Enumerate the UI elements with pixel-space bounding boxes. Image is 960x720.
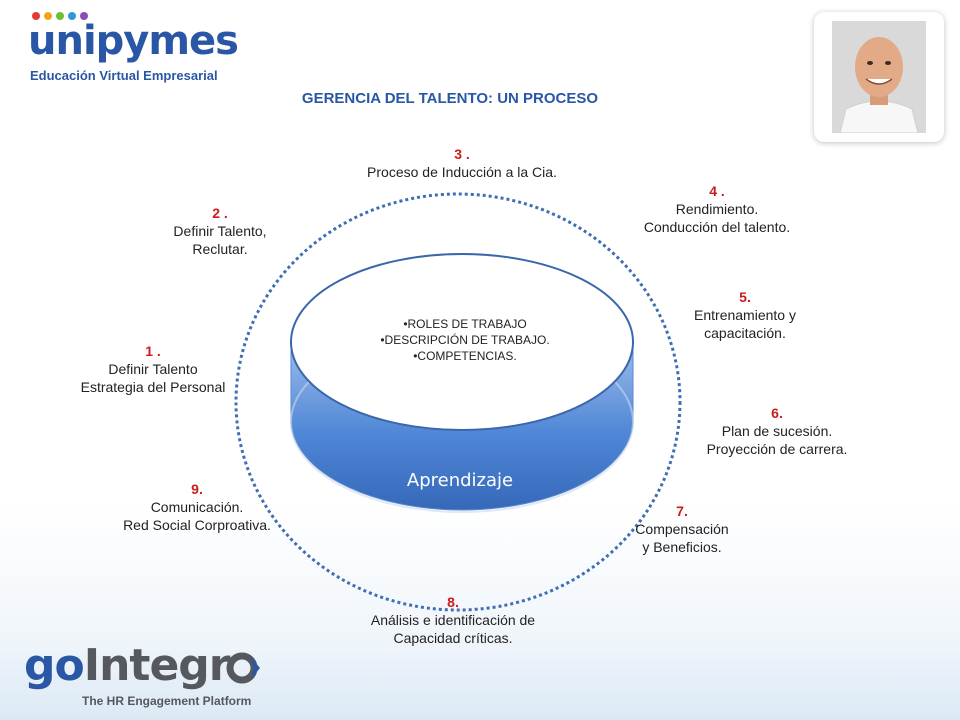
- step-text: Definir Talento: [108, 361, 198, 377]
- step-3: 3 . Proceso de Inducción a la Cia.: [342, 145, 582, 181]
- step-number: 7.: [676, 503, 688, 519]
- step-text: Comunicación.: [150, 499, 244, 515]
- step-4: 4 . Rendimiento. Conducción del talento.: [622, 182, 812, 236]
- process-cycle-circle: [234, 192, 682, 612]
- step-number: 6.: [771, 405, 783, 421]
- wordmark-part-integr: Integr: [83, 640, 231, 691]
- step-text: Definir Talento,: [173, 223, 267, 239]
- step-9: 9. Comunicación. Red Social Corproativa.: [104, 480, 290, 534]
- logo-dot: [56, 12, 64, 20]
- step-text: Análisis e identificación de: [370, 612, 536, 628]
- step-number: 1 .: [145, 343, 161, 359]
- step-text: Reclutar.: [192, 241, 248, 257]
- logo-dot: [68, 12, 76, 20]
- step-8: 8. Análisis e identificación de Capacida…: [338, 593, 568, 647]
- core-item: •COMPETENCIAS.: [413, 349, 517, 363]
- step-text: Rendimiento.: [675, 201, 759, 217]
- step-number: 8.: [447, 594, 459, 610]
- step-6: 6. Plan de sucesión. Proyección de carre…: [690, 404, 864, 458]
- core-ellipse: [290, 253, 634, 431]
- learning-label: Aprendizaje: [406, 470, 514, 491]
- wordmark-part-go: go: [24, 640, 85, 691]
- step-text: Conducción del talento.: [643, 219, 791, 235]
- step-number: 5.: [739, 289, 751, 305]
- core-items: •ROLES DE TRABAJO •DESCRIPCIÓN DE TRABAJ…: [330, 316, 600, 364]
- gointegro-logo: goIntegr The HR Engagement Platform: [24, 640, 264, 712]
- step-text: Capacidad críticas.: [393, 630, 513, 646]
- page-title: GERENCIA DEL TALENTO: UN PROCESO: [301, 90, 599, 107]
- step-1: 1 . Definir Talento Estrategia del Perso…: [56, 342, 250, 396]
- step-text: capacitación.: [704, 325, 786, 341]
- core-item: •ROLES DE TRABAJO: [403, 317, 527, 331]
- step-number: 3 .: [454, 146, 470, 162]
- step-number: 2 .: [212, 205, 228, 221]
- step-text: Red Social Corproativa.: [123, 517, 271, 533]
- presenter-avatar: [832, 21, 926, 133]
- brand-tagline: Educación Virtual Empresarial: [30, 68, 218, 83]
- step-5: 5. Entrenamiento y capacitación.: [672, 288, 818, 342]
- gointegro-tagline: The HR Engagement Platform: [82, 694, 252, 708]
- step-7: 7. Compensación y Beneficios.: [614, 502, 750, 556]
- logo-dot: [32, 12, 40, 20]
- brand-name: unipymes: [28, 18, 239, 64]
- step-text: Plan de sucesión.: [721, 423, 833, 439]
- logo-dot: [80, 12, 88, 20]
- gointegro-o-arrow-icon: [226, 652, 260, 684]
- gointegro-wordmark: goIntegr: [24, 640, 230, 691]
- step-number: 4 .: [709, 183, 725, 199]
- step-text: Compensación: [635, 521, 729, 537]
- step-number: 9.: [191, 481, 203, 497]
- step-text: y Beneficios.: [642, 539, 722, 555]
- core-item: •DESCRIPCIÓN DE TRABAJO.: [380, 333, 550, 347]
- presenter-photo: [814, 12, 944, 142]
- step-text: Estrategia del Personal: [80, 379, 226, 395]
- step-text: Entrenamiento y: [694, 307, 796, 323]
- step-text: Proyección de carrera.: [706, 441, 848, 457]
- logo-dot: [44, 12, 52, 20]
- step-2: 2 . Definir Talento, Reclutar.: [150, 204, 290, 258]
- step-text: Proceso de Inducción a la Cia.: [367, 164, 557, 180]
- unipymes-logo: unipymes Educación Virtual Empresarial: [28, 12, 239, 92]
